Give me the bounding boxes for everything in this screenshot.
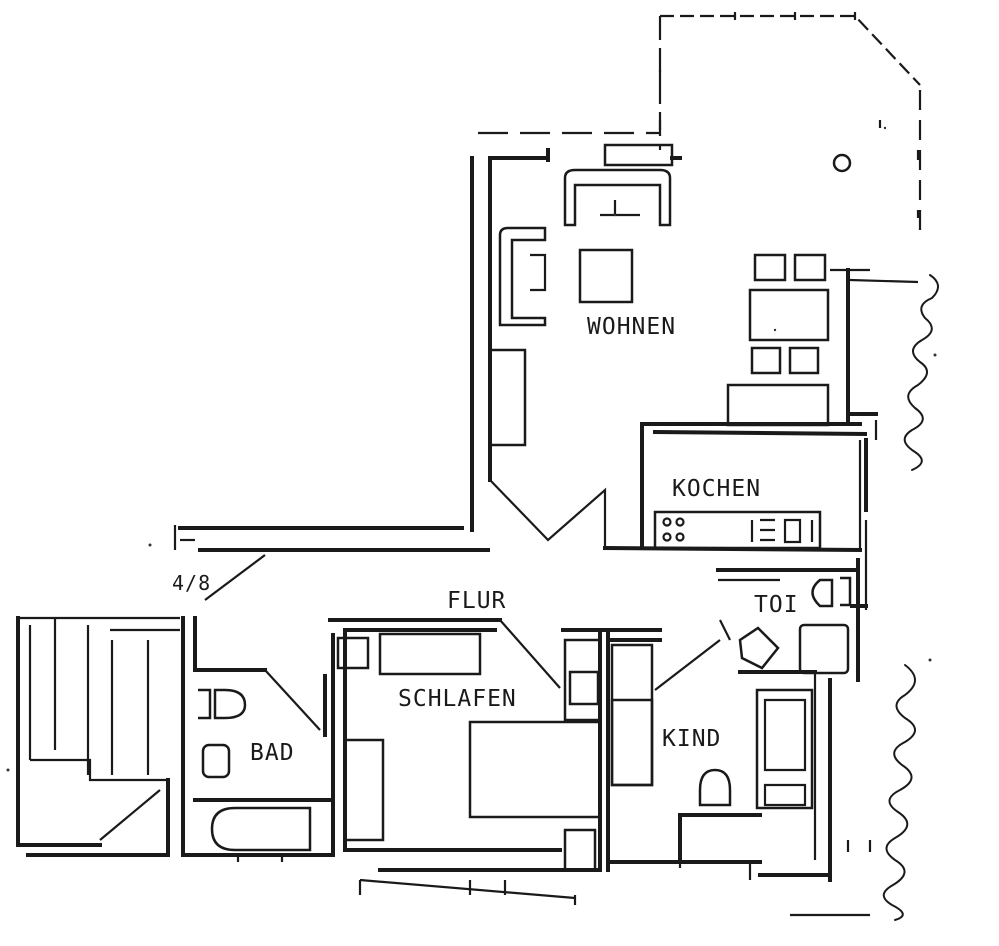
dining-table: [748, 288, 830, 342]
toi-basin: [798, 623, 850, 675]
furniture: [198, 168, 852, 872]
stair-note: 4/8: [172, 571, 211, 595]
plant-circle: [832, 153, 852, 173]
dimension-marks: [236, 12, 920, 905]
label-kind: KIND: [662, 726, 721, 752]
label-flur: FLUR: [447, 588, 506, 614]
bathtub: [755, 688, 814, 810]
double-bed: [468, 720, 602, 819]
shelf: [488, 348, 527, 447]
handwritten-annotations: [882, 274, 939, 921]
coffee-table: [578, 248, 634, 304]
specks: [6, 126, 937, 772]
room-labels: WOHNEN KOCHEN FLUR SCHLAFEN BAD TOI KIND…: [172, 314, 799, 766]
walls: [16, 131, 919, 917]
bath-sink: [201, 743, 231, 779]
label-kochen: KOCHEN: [672, 476, 761, 502]
label-toi: TOI: [754, 592, 799, 618]
label-wohnen: WOHNEN: [587, 314, 676, 340]
kitchen-counter: [653, 510, 822, 550]
label-schlafen: SCHLAFEN: [398, 686, 517, 712]
label-bad: BAD: [250, 740, 295, 766]
